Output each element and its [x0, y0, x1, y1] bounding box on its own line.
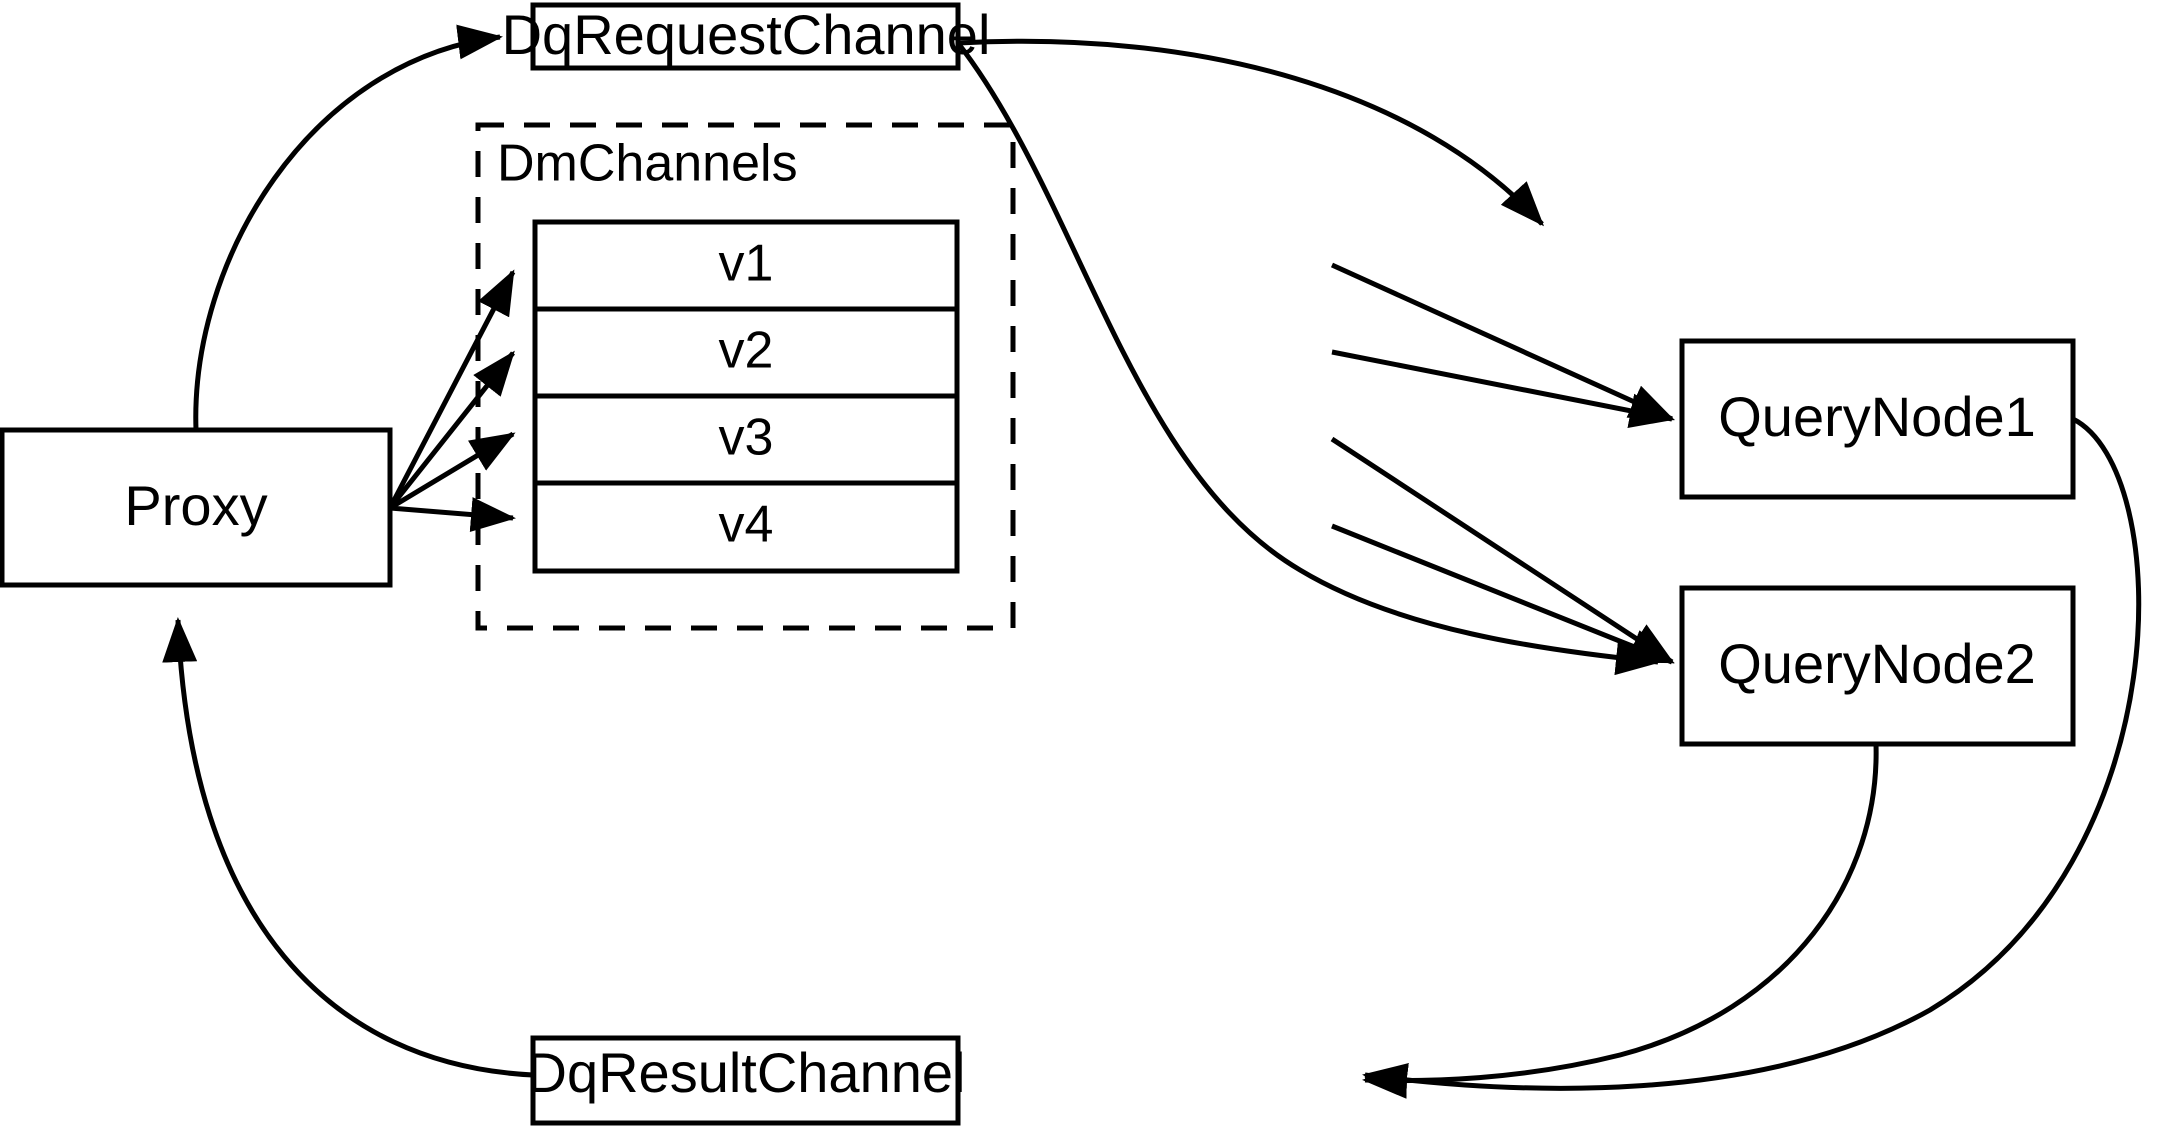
slot-label-v3: v3	[719, 409, 774, 467]
node-proxy[interactable]: Proxy	[0, 427, 393, 588]
slot-label-v1: v1	[719, 235, 774, 293]
dq-result-channel-box[interactable]	[530, 1035, 961, 1126]
dmchannels-group	[475, 122, 1016, 631]
node-query-node-2[interactable]: QueryNode2	[1679, 585, 2076, 747]
edge-querynode1-to-dqresultchannel	[1362, 416, 2142, 1098]
edge-querynode2-to-dqresultchannel	[1362, 743, 1879, 1099]
edge-proxy-to-v3	[388, 431, 516, 511]
edge-v1-to-querynode1	[1330, 262, 1675, 422]
proxy-box[interactable]	[0, 427, 393, 588]
query-node-1-label: QueryNode1	[1718, 385, 2036, 448]
edge-dqresultchannel-to-proxy	[162, 617, 534, 1078]
dmchannels-group-label: DmChannels	[497, 135, 798, 193]
dq-result-channel-label: DqResultChannel	[527, 1041, 966, 1104]
dq-request-channel-label: DqRequestChannel	[502, 3, 991, 66]
edge-proxy-to-dqrequestchannel	[193, 24, 503, 431]
edge-v2-to-querynode1	[1331, 349, 1675, 429]
slot-label-v4: v4	[719, 496, 774, 554]
node-dq-result-channel[interactable]: DqResultChannel	[527, 1035, 966, 1126]
edge-proxy-to-v2	[388, 350, 515, 510]
query-node-2-label: QueryNode2	[1718, 632, 2036, 695]
edge-dqrequestchannel-to-querynode1	[957, 38, 1545, 227]
node-query-node-1[interactable]: QueryNode1	[1679, 338, 2076, 500]
query-node-1-box[interactable]	[1679, 338, 2076, 500]
edge-proxy-to-v4	[389, 497, 516, 533]
node-dq-request-channel[interactable]: DqRequestChannel	[502, 2, 991, 71]
edge-proxy-to-v1	[387, 269, 516, 510]
slot-label-v2: v2	[719, 322, 774, 380]
proxy-label: Proxy	[124, 474, 267, 537]
edge-v4-to-querynode2	[1331, 523, 1675, 665]
dq-request-channel-box[interactable]	[530, 2, 961, 71]
edge-v3-to-querynode2	[1330, 436, 1675, 665]
query-node-2-box[interactable]	[1679, 585, 2076, 747]
edge-dqrequestchannel-to-querynode2	[956, 41, 1661, 676]
